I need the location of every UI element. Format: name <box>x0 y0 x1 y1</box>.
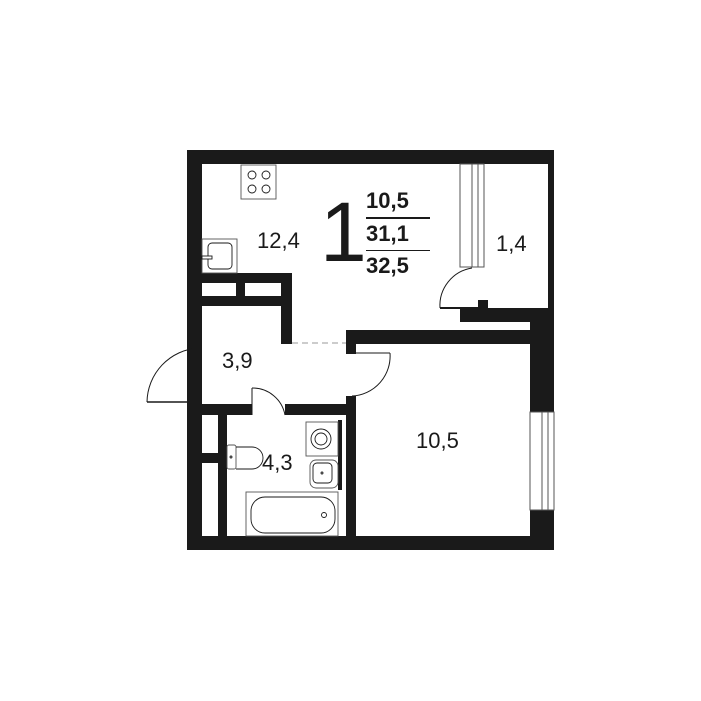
openings <box>202 283 281 536</box>
bathtub-icon <box>245 491 339 537</box>
summary-divider <box>366 249 430 251</box>
summary-divider <box>366 217 430 219</box>
door-bedroom-swing <box>351 352 391 397</box>
room-area-kitchen: 12,4 <box>257 228 300 253</box>
room-area-bedroom: 10,5 <box>416 428 459 453</box>
room-area-balcony: 1,4 <box>496 231 527 256</box>
toilet-icon <box>226 444 264 470</box>
area-summary: 10,5 31,1 32,5 <box>366 186 430 282</box>
living-area: 10,5 <box>366 188 409 213</box>
area-without-balcony: 31,1 <box>366 220 409 246</box>
stove-icon <box>240 164 277 200</box>
door-bathroom-swing <box>251 387 286 416</box>
doors <box>146 267 478 416</box>
door-balcony-swing <box>439 267 473 309</box>
door-entrance-swing <box>146 347 199 403</box>
washing-machine-icon <box>305 421 339 457</box>
washbasin-icon <box>309 459 339 489</box>
window-balcony[interactable] <box>459 163 485 268</box>
room-area-hallway: 3,9 <box>222 348 253 373</box>
sink-icon <box>201 238 238 274</box>
window-bedroom[interactable] <box>529 411 555 511</box>
walls <box>187 150 554 550</box>
total-area: 32,5 <box>366 253 409 278</box>
room-area-bathroom: 4,3 <box>262 450 293 475</box>
rooms-count: 1 <box>320 185 367 279</box>
